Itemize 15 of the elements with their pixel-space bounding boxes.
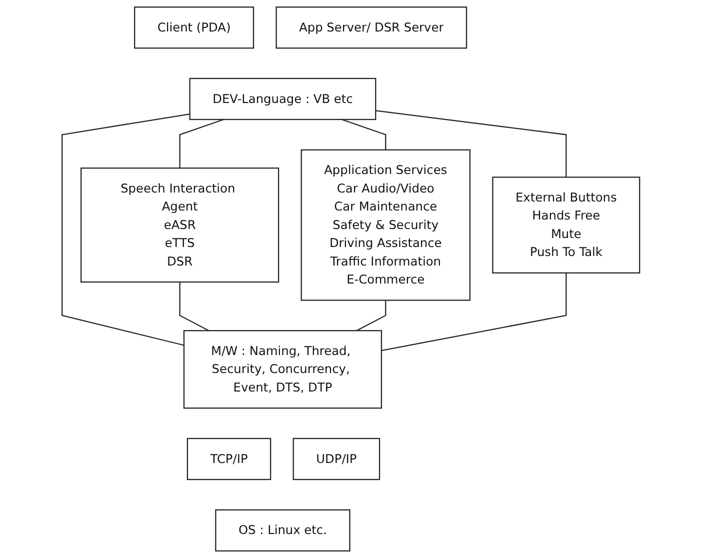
node-box: DEV-Language : VB etc <box>189 78 376 120</box>
node-box: Speech Interaction Agent eASR eTTS DSR <box>80 168 280 283</box>
connector <box>376 110 567 178</box>
node-box: TCP/IP <box>187 438 272 480</box>
node-box: UDP/IP <box>292 438 380 480</box>
connector <box>382 272 567 352</box>
connector <box>342 118 386 150</box>
connector <box>356 300 386 332</box>
node-box: M/W : Naming, Thread, Security, Concurrency, Event, DTS, DTP <box>184 330 382 409</box>
node-box: Application Services Car Audio/Video Car Maintenance Safety & Security Driving Assistance Traffic Information E-Commerce <box>300 149 471 301</box>
node-box: External Buttons Hands Free Mute Push To Talk <box>492 176 640 274</box>
node-box: App Server/ DSR Server <box>276 6 468 49</box>
node-box: OS : Linux etc. <box>215 509 350 552</box>
connector <box>62 113 190 346</box>
node-box: Client (PDA) <box>134 6 254 49</box>
